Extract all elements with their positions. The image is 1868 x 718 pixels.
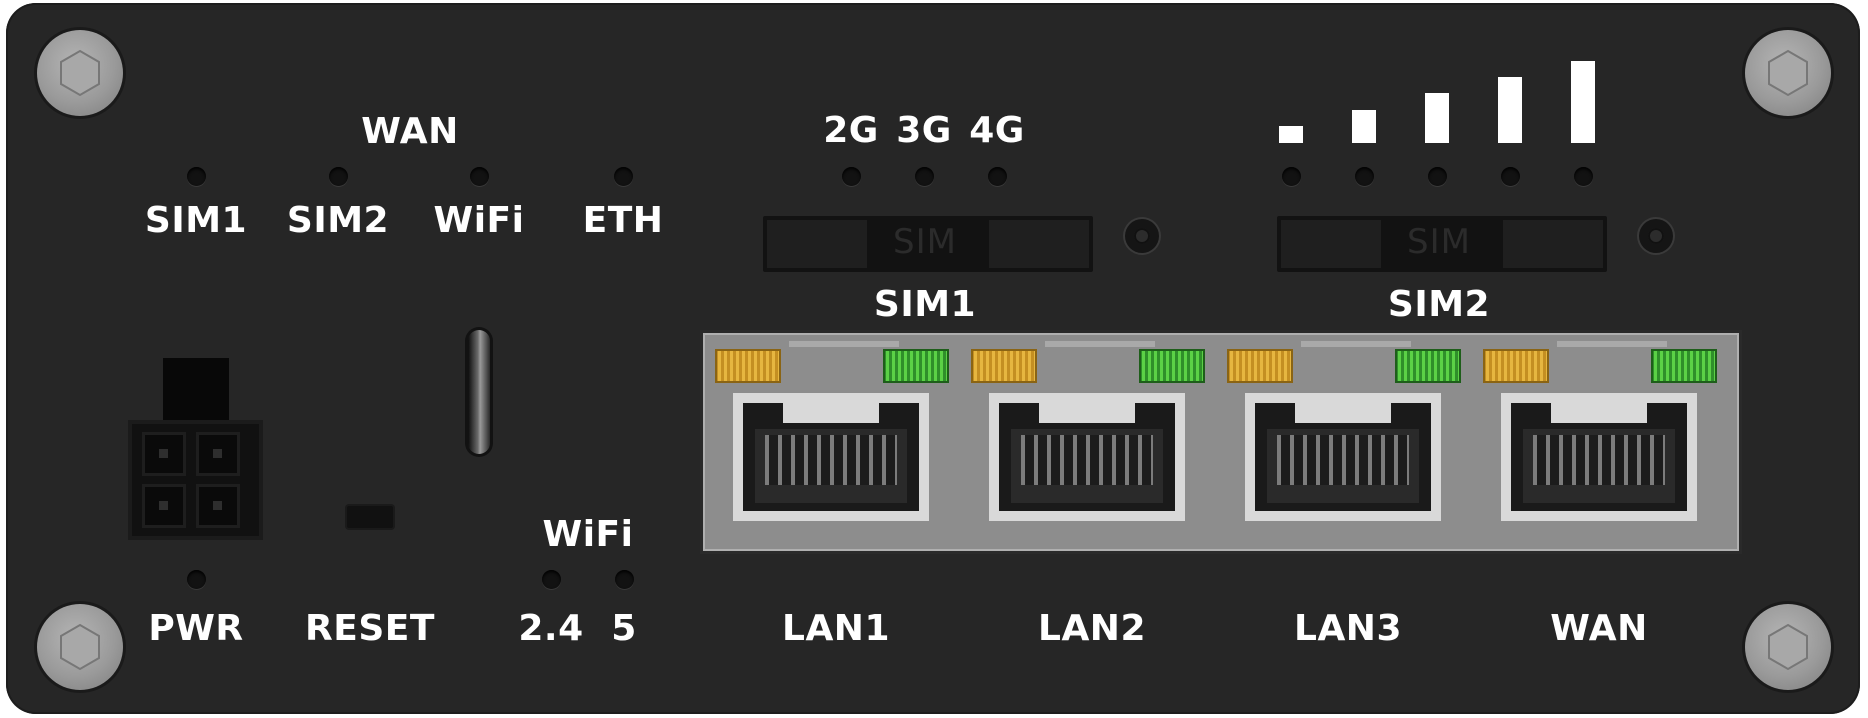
led-signal-5 (1573, 166, 1593, 186)
signal-bar-3-icon (1425, 93, 1449, 143)
sim2-tray[interactable]: SIM (1277, 216, 1607, 272)
sim1-tray-right (989, 220, 1089, 268)
label-4g: 4G (969, 110, 1025, 151)
wan-led-green (1651, 349, 1717, 383)
label-sim2-status: SIM2 (286, 200, 390, 241)
port-lan1[interactable] (703, 333, 960, 551)
signal-bar-4-icon (1498, 77, 1522, 143)
label-wifi-5: 5 (611, 608, 637, 649)
wan-status-header: WAN (361, 111, 459, 152)
led-3g (914, 166, 934, 186)
led-sim2 (328, 166, 348, 186)
label-lan1: LAN1 (782, 608, 890, 649)
sim2-tray-right (1503, 220, 1603, 268)
led-wifi-5 (614, 569, 634, 589)
wan-led-orange (1483, 349, 1549, 383)
sim1-tray-left (767, 220, 867, 268)
led-signal-3 (1427, 166, 1447, 186)
led-wifi-24 (541, 569, 561, 589)
label-eth-status: ETH (582, 200, 664, 241)
lan3-led-green (1395, 349, 1461, 383)
screw-icon (1745, 30, 1831, 116)
sim1-tray-text: SIM (893, 222, 957, 262)
lan2-led-green (1139, 349, 1205, 383)
led-eth (613, 166, 633, 186)
screw-icon (1745, 604, 1831, 690)
port-wan[interactable] (1471, 333, 1728, 551)
led-pwr (186, 569, 206, 589)
lan3-led-orange (1227, 349, 1293, 383)
label-wifi-status: WiFi (433, 200, 525, 241)
reset-button[interactable] (347, 506, 393, 528)
lan2-led-orange (971, 349, 1037, 383)
led-signal-1 (1281, 166, 1301, 186)
port-lan3[interactable] (1215, 333, 1472, 551)
sim1-eject-hole[interactable] (1125, 219, 1159, 253)
antenna-connector[interactable] (468, 330, 490, 454)
screw-icon (37, 30, 123, 116)
sim2-eject-hole[interactable] (1639, 219, 1673, 253)
label-2g: 2G (823, 110, 879, 151)
lan1-led-green (883, 349, 949, 383)
label-sim1-slot: SIM1 (873, 284, 977, 325)
sim2-tray-left (1281, 220, 1381, 268)
port-lan2[interactable] (959, 333, 1216, 551)
lan1-led-orange (715, 349, 781, 383)
led-2g (841, 166, 861, 186)
sim1-tray[interactable]: SIM (763, 216, 1093, 272)
signal-bar-5-icon (1571, 61, 1595, 143)
label-wifi-band-header: WiFi (542, 514, 634, 555)
signal-bar-2-icon (1352, 110, 1376, 143)
power-connector[interactable] (128, 420, 263, 540)
led-signal-4 (1500, 166, 1520, 186)
label-sim1-status: SIM1 (144, 200, 248, 241)
label-3g: 3G (896, 110, 952, 151)
label-sim2-slot: SIM2 (1387, 284, 1491, 325)
led-signal-2 (1354, 166, 1374, 186)
label-pwr: PWR (148, 608, 244, 649)
signal-bar-1-icon (1279, 126, 1303, 143)
power-connector-latch (163, 358, 229, 422)
label-reset: RESET (305, 608, 435, 649)
screw-icon (37, 604, 123, 690)
sim2-tray-text: SIM (1407, 222, 1471, 262)
led-4g (987, 166, 1007, 186)
led-wifi-wan (469, 166, 489, 186)
label-lan2: LAN2 (1038, 608, 1146, 649)
led-sim1 (186, 166, 206, 186)
ethernet-ports-block (700, 330, 1742, 554)
label-wan-port: WAN (1550, 608, 1648, 649)
label-lan3: LAN3 (1294, 608, 1402, 649)
label-wifi-24: 2.4 (518, 608, 584, 649)
